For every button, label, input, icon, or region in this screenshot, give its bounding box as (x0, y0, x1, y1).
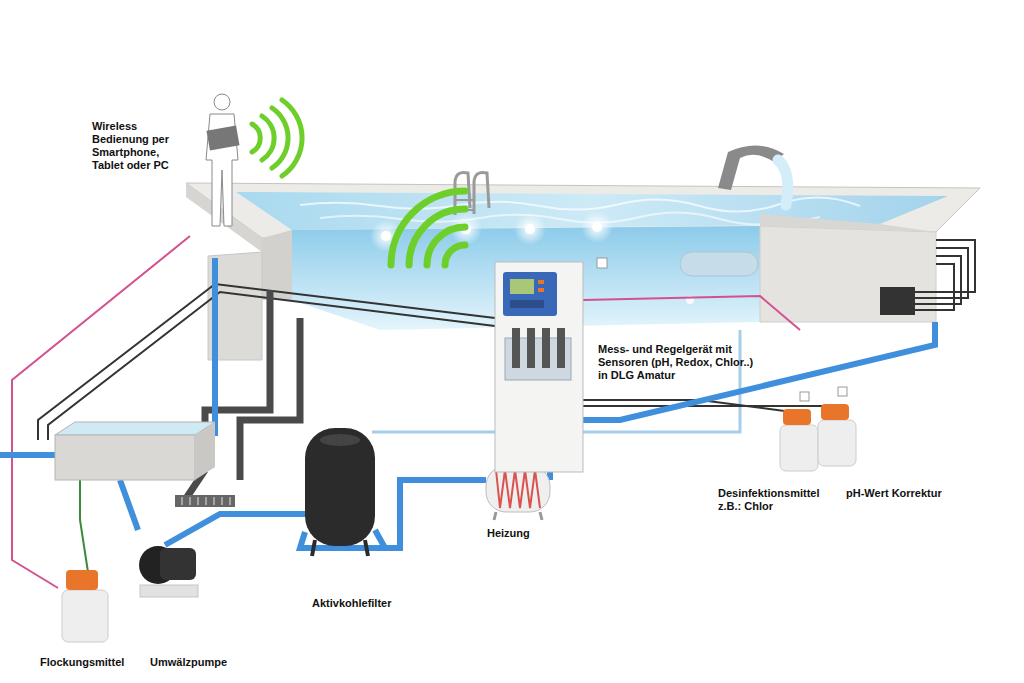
part-label: Heizung (487, 527, 567, 540)
part-label: Desinfektionsmittel z.B.: Chlor (718, 487, 843, 513)
part-label: Wireless Bedienung per Smartphone, Table… (92, 120, 188, 172)
part-label: Aktivkohlefilter (312, 597, 432, 610)
part-label: pH-Wert Korrektur (846, 487, 956, 500)
part-label: Mess- und Regelgerät mit Sensoren (pH, R… (598, 343, 756, 382)
part-label: Flockungsmittel (40, 656, 140, 669)
part-label: Umwälzpumpe (150, 656, 250, 669)
